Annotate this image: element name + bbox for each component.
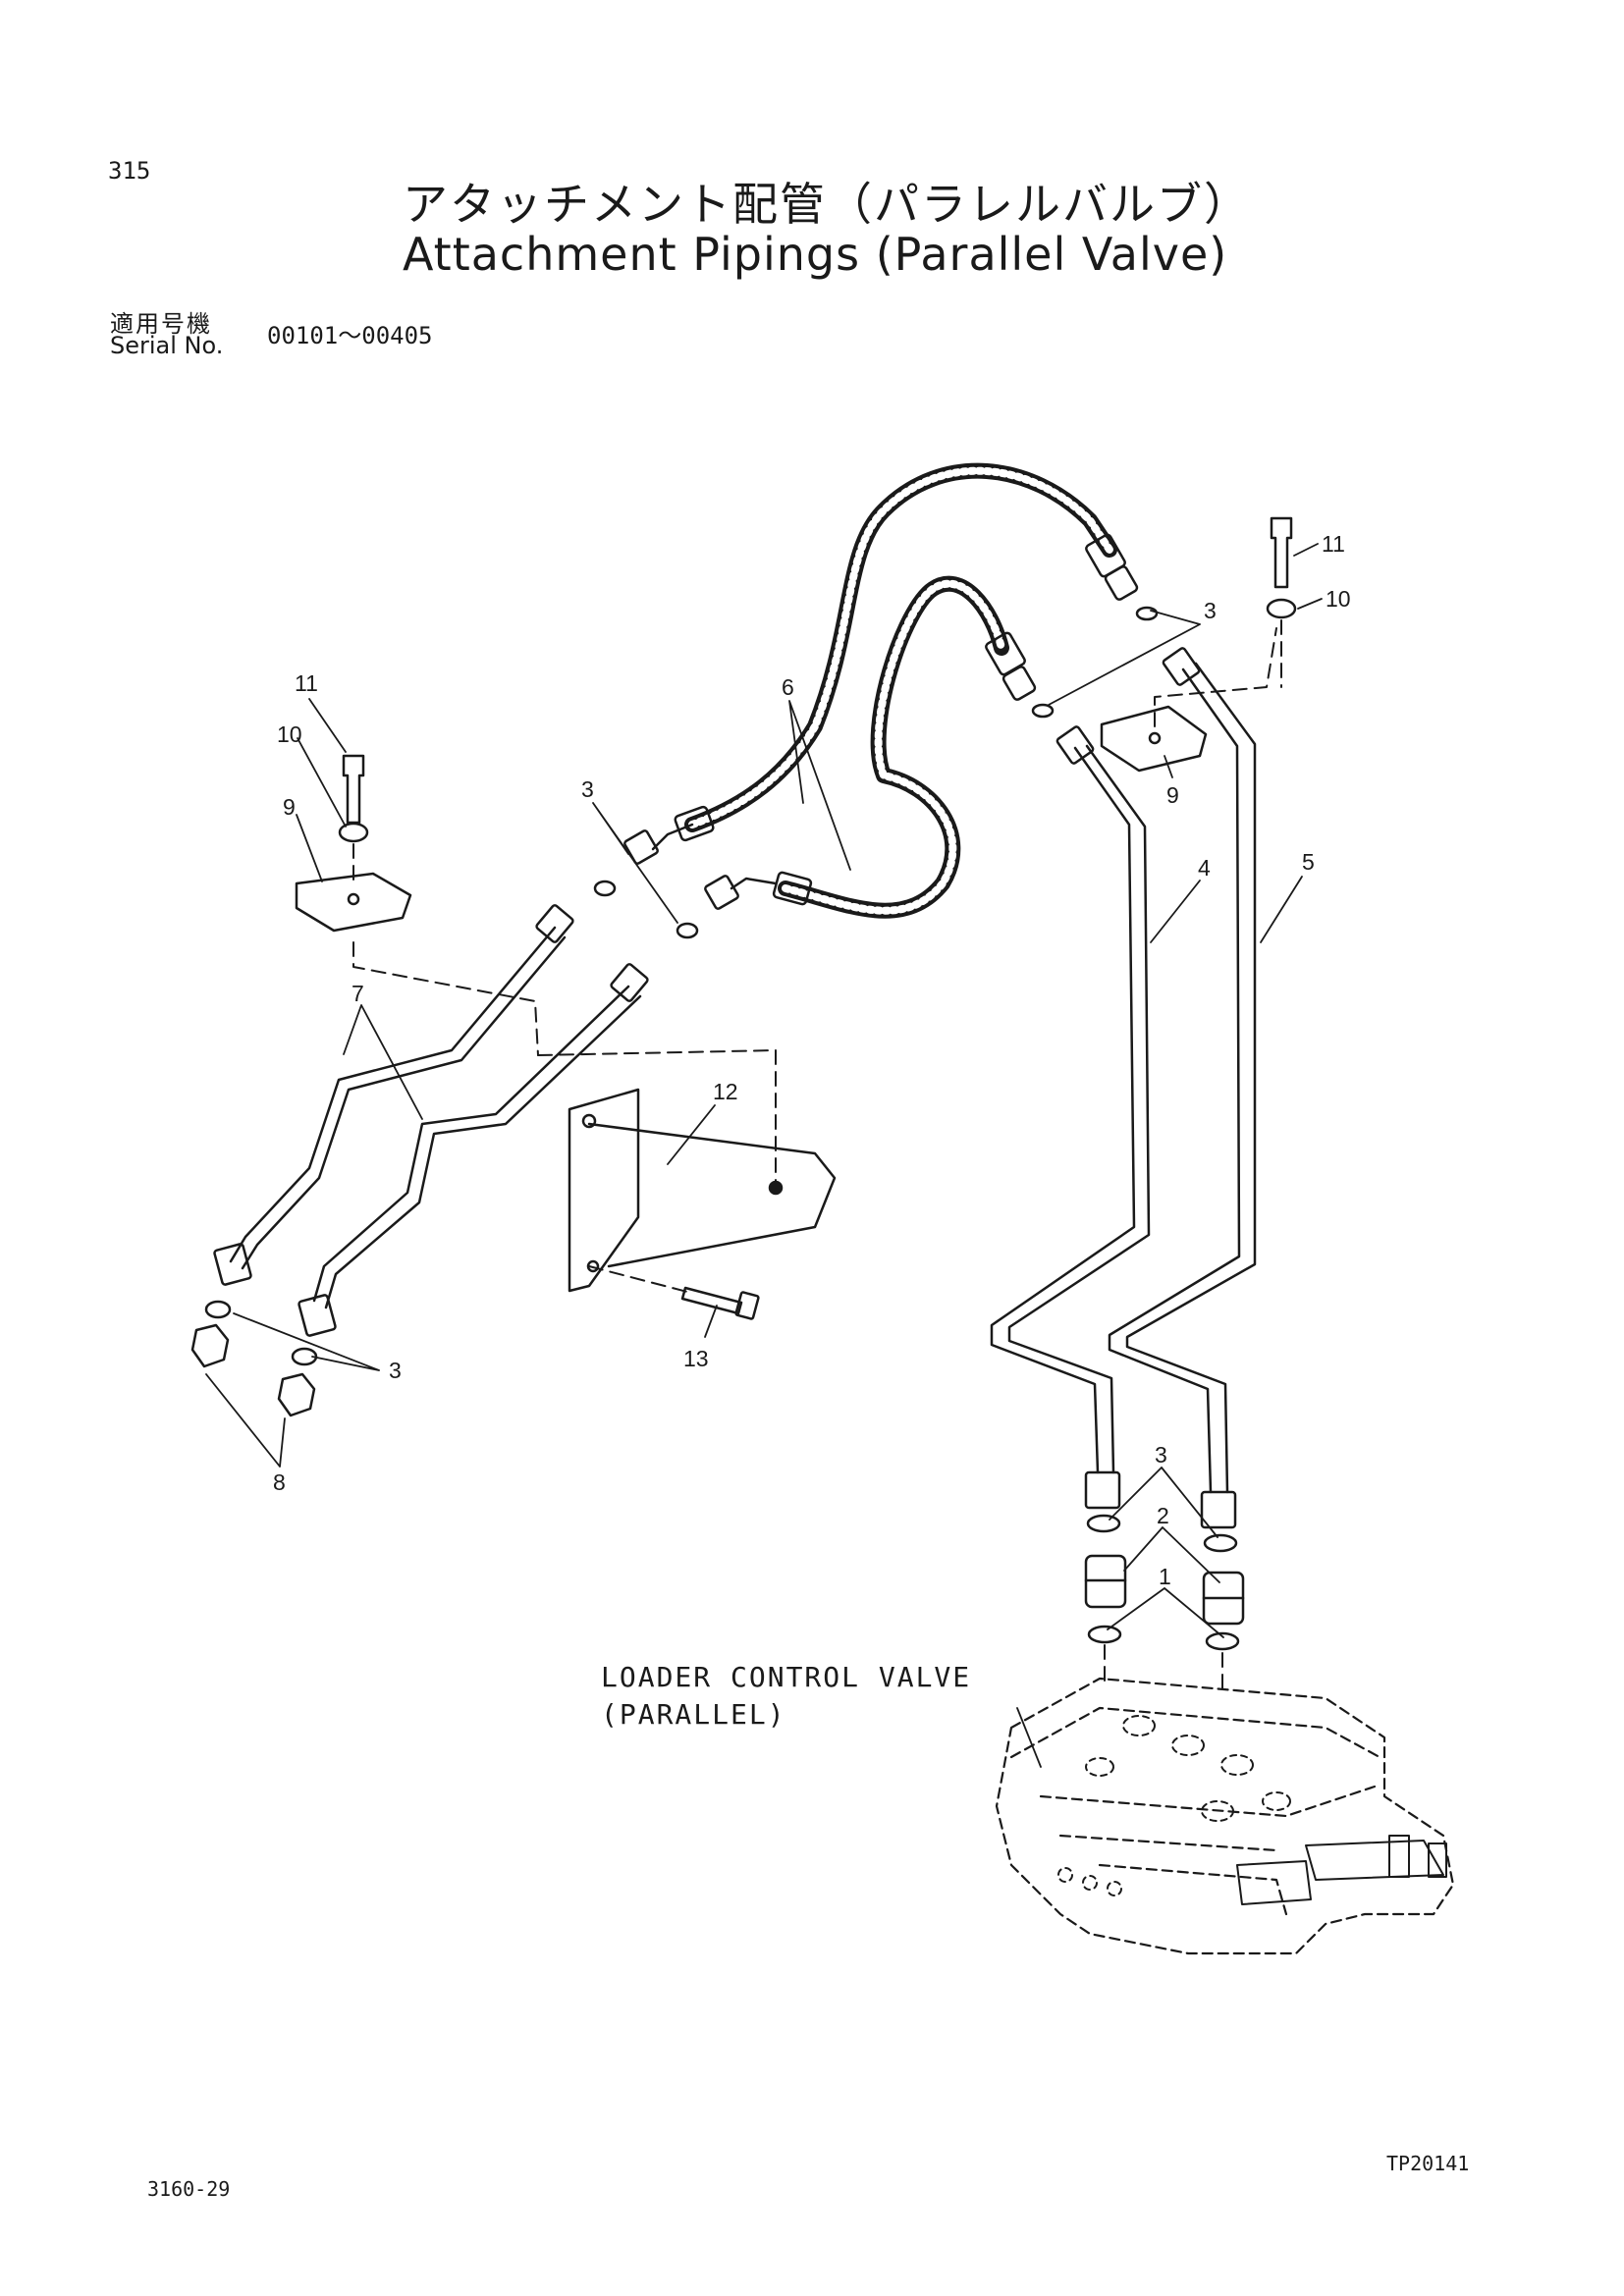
- callout-9-left: 9: [283, 794, 296, 820]
- pipe-4: [990, 746, 1136, 1474]
- pipe-nut: [1200, 1490, 1237, 1529]
- o-ring: [1135, 606, 1159, 621]
- callout-9-right: 9: [1166, 782, 1179, 808]
- callout-11-right: 11: [1322, 531, 1345, 557]
- bolt-right: [1270, 516, 1293, 589]
- pipe-nut: [1056, 725, 1095, 765]
- callout-11-left: 11: [295, 670, 318, 696]
- hose-fitting: [1104, 565, 1139, 601]
- callout-8: 8: [273, 1469, 286, 1495]
- valve-label-line1: LOADER CONTROL VALVE: [601, 1661, 972, 1693]
- o-ring: [1087, 1625, 1122, 1644]
- pipe-nut: [298, 1294, 337, 1337]
- clamp-right: [1100, 705, 1208, 773]
- bracket: [568, 1088, 640, 1293]
- loader-control-valve: [995, 1677, 1455, 1955]
- callout-7: 7: [352, 981, 364, 1006]
- cap-nut: [190, 1323, 230, 1368]
- title-japanese: アタッチメント配管（パラレルバルブ）: [403, 178, 1251, 231]
- pipe-5: [1108, 667, 1241, 1494]
- callout-13: 13: [683, 1346, 709, 1371]
- o-ring: [1205, 1631, 1240, 1651]
- o-ring: [1086, 1514, 1121, 1533]
- pipe-nut: [1162, 647, 1201, 686]
- callout-12: 12: [713, 1079, 738, 1104]
- washer-left: [338, 822, 369, 843]
- hose-fitting: [1001, 666, 1037, 701]
- document-code: 3160-29: [147, 2177, 231, 2201]
- clamp-left: [295, 872, 412, 933]
- callout-3-lower: 3: [389, 1358, 402, 1383]
- cap-nut: [277, 1372, 316, 1417]
- callout-1: 1: [1159, 1564, 1171, 1589]
- pipe-nut: [535, 904, 574, 943]
- o-ring: [676, 922, 699, 939]
- o-ring: [593, 880, 617, 897]
- bolt-13: [680, 1286, 743, 1315]
- pipe-nut: [1084, 1470, 1121, 1510]
- serial-label-english: Serial No.: [110, 332, 224, 359]
- elbow-fitting: [730, 877, 778, 890]
- callout-6: 6: [782, 674, 794, 700]
- callout-10-right: 10: [1326, 586, 1351, 612]
- serial-range: 00101～00405: [267, 322, 433, 349]
- pipe-nut: [610, 963, 649, 1002]
- serial-label-japanese: 適用号機: [110, 310, 212, 338]
- o-ring: [1031, 703, 1055, 719]
- valve-label-line2: (PARALLEL): [601, 1698, 786, 1731]
- page-number: 315: [108, 157, 151, 185]
- callout-3-mid: 3: [581, 776, 594, 802]
- callout-5: 5: [1302, 849, 1315, 875]
- callout-4: 4: [1198, 855, 1211, 881]
- drawing-code: TP20141: [1386, 2152, 1470, 2175]
- o-ring: [204, 1300, 232, 1319]
- callout-3-valve: 3: [1155, 1442, 1167, 1468]
- washer-right: [1266, 598, 1297, 619]
- bolt-left: [342, 754, 365, 825]
- callout-3-upper-right: 3: [1204, 598, 1217, 623]
- callout-10-left: 10: [277, 721, 302, 747]
- pipe-nut: [213, 1243, 252, 1286]
- title-english: Attachment Pipings (Parallel Valve): [403, 228, 1228, 281]
- pipe-7a: [229, 926, 557, 1263]
- callout-2: 2: [1157, 1503, 1169, 1528]
- o-ring: [1203, 1533, 1238, 1553]
- elbow-fitting: [651, 823, 694, 851]
- hose-lower: [778, 575, 1009, 919]
- pipe-7b: [312, 985, 630, 1303]
